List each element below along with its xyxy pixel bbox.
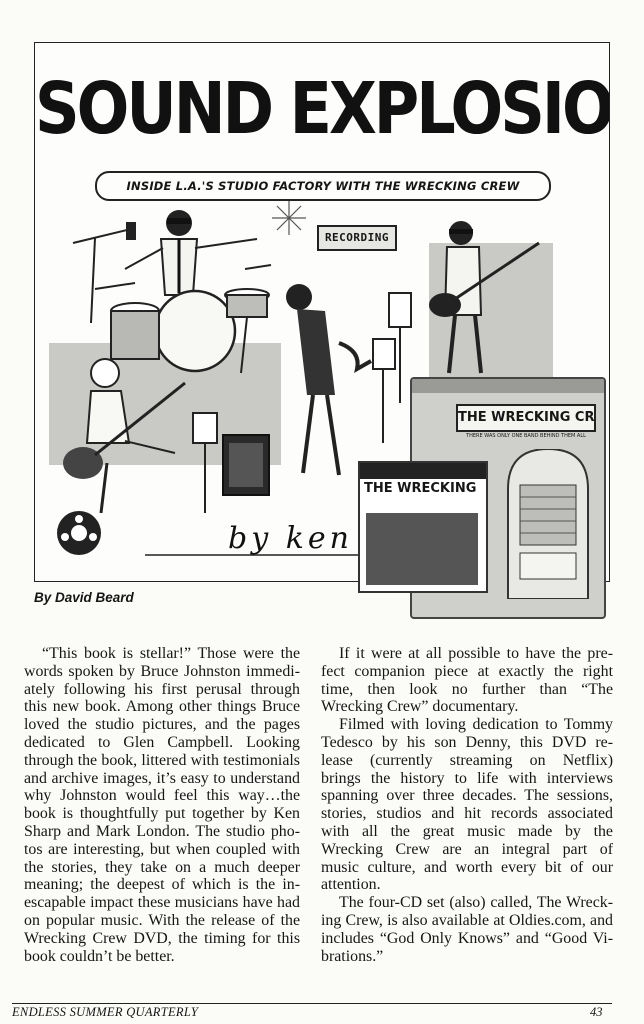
article-text-line: ing Crew, is also available at Oldies.co… xyxy=(321,911,613,929)
guitar-icon xyxy=(429,241,540,317)
cd-case: THE WRECKING CREW xyxy=(358,461,488,593)
guitarist-woman-figure xyxy=(85,358,176,514)
article-text-line: tos are interesting, but when coupled wi… xyxy=(24,840,300,858)
article-text-line: ately following his first perusal throug… xyxy=(24,680,300,698)
article-text-line: why Johnston would feel this way…the xyxy=(24,787,300,805)
drummer-figure xyxy=(124,210,258,296)
article-headline: SOUND EXPLOSION! xyxy=(35,66,610,151)
article-text-line: Wrecking Crew are an integral part of xyxy=(321,840,613,858)
article-text-line: music culture, and worth every bit of ou… xyxy=(321,858,613,876)
article-subhead: INSIDE L.A.'S STUDIO FACTORY WITH THE WR… xyxy=(95,171,551,201)
music-stand-icon xyxy=(192,292,412,513)
cd-cover-photo xyxy=(366,513,478,585)
article-text-line: includes “God Only Knows” and “Good Vi- xyxy=(321,929,613,947)
article-text-line: fect companion piece at exactly the righ… xyxy=(321,662,613,680)
tape-reel-icon xyxy=(57,511,101,555)
article-text-line: this new book. Among other things Bruce xyxy=(24,698,300,716)
article-text-line: loved the studio pictures, and the pages xyxy=(24,716,300,734)
article-text-line: book couldn’t be better. xyxy=(24,947,175,965)
publication-name: ENDLESS SUMMER QUARTERLY xyxy=(12,1005,199,1019)
recording-sign: RECORDING xyxy=(317,225,397,251)
article-text-line: brings the history to life with intervie… xyxy=(321,769,613,787)
sparkle-icon xyxy=(272,201,306,235)
article-text-line: lease (currently streaming on Netflix) xyxy=(321,751,613,769)
article-text-line: spanning over three decades. The session… xyxy=(321,787,613,805)
article-text-line: Tedesco by his son Denny, this DVD re- xyxy=(321,733,613,751)
page-number: 43 xyxy=(590,1005,603,1019)
dvd-case-header xyxy=(412,379,604,393)
saxophonist-figure xyxy=(286,284,341,476)
article-text-line: and archive images, it’s easy to underst… xyxy=(24,769,300,787)
article-illustration: SOUND EXPLOSION! INSIDE L.A.'S STUDIO FA… xyxy=(34,42,610,582)
drum-kit-icon xyxy=(94,264,272,374)
guitar-icon xyxy=(63,381,186,479)
amplifier-icon xyxy=(222,434,270,496)
article-text-line: Sharp and Mark London. The studio pho- xyxy=(24,822,300,840)
jukebox-icon xyxy=(507,449,589,599)
article-text-line: with all the great music made by the xyxy=(321,822,613,840)
article-text-line: Wrecking Crew DVD, the timing for this xyxy=(24,929,300,947)
article-text-line: brations.” xyxy=(321,947,384,965)
illustration-art xyxy=(49,201,553,556)
article-text-line: The four-CD set (also) called, The Wreck… xyxy=(339,894,613,912)
article-text-line: meaning; the deepest of which is the in- xyxy=(24,876,300,894)
article-text-line: time, then look no further than “The xyxy=(321,680,613,698)
dvd-tagline: THERE WAS ONLY ONE BAND BEHIND THEM ALL xyxy=(466,433,586,439)
article-text-line: Wrecking Crew” documentary. xyxy=(321,698,519,716)
cd-title: THE WRECKING CREW xyxy=(364,481,480,496)
article-text-line: “This book is stellar!” Those were the xyxy=(42,645,300,662)
cd-case-header xyxy=(360,463,486,479)
article-text-line: through the book, littered with testimon… xyxy=(24,751,300,769)
saxophone-icon xyxy=(338,341,372,373)
article-byline: By David Beard xyxy=(34,590,134,605)
article-text-line: attention. xyxy=(321,876,381,894)
article-text-line: Filmed with loving dedication to Tommy xyxy=(339,716,613,734)
article-text-line: escapable impact these musicians have ha… xyxy=(24,894,300,912)
article-text-line: on popular music. With the release of th… xyxy=(24,911,300,929)
dvd-title: THE WRECKING CREW! xyxy=(456,404,596,432)
article-text-line: dedicated to Glen Campbell. Looking xyxy=(24,733,300,751)
article-text-line: words spoken by Bruce Johnston immedi- xyxy=(24,662,300,680)
footer-divider xyxy=(12,1003,612,1004)
article-text-line: book is thoughtfully put together by Ken xyxy=(24,805,300,823)
microphone-icon xyxy=(72,222,136,324)
article-text-line: the stories, they take on a much deeper xyxy=(24,858,300,876)
article-column-right: If it were at all possible to have the p… xyxy=(321,645,613,965)
article-text-line: stories, studios and hit records associa… xyxy=(321,805,613,823)
article-text-line: If it were at all possible to have the p… xyxy=(339,645,613,662)
